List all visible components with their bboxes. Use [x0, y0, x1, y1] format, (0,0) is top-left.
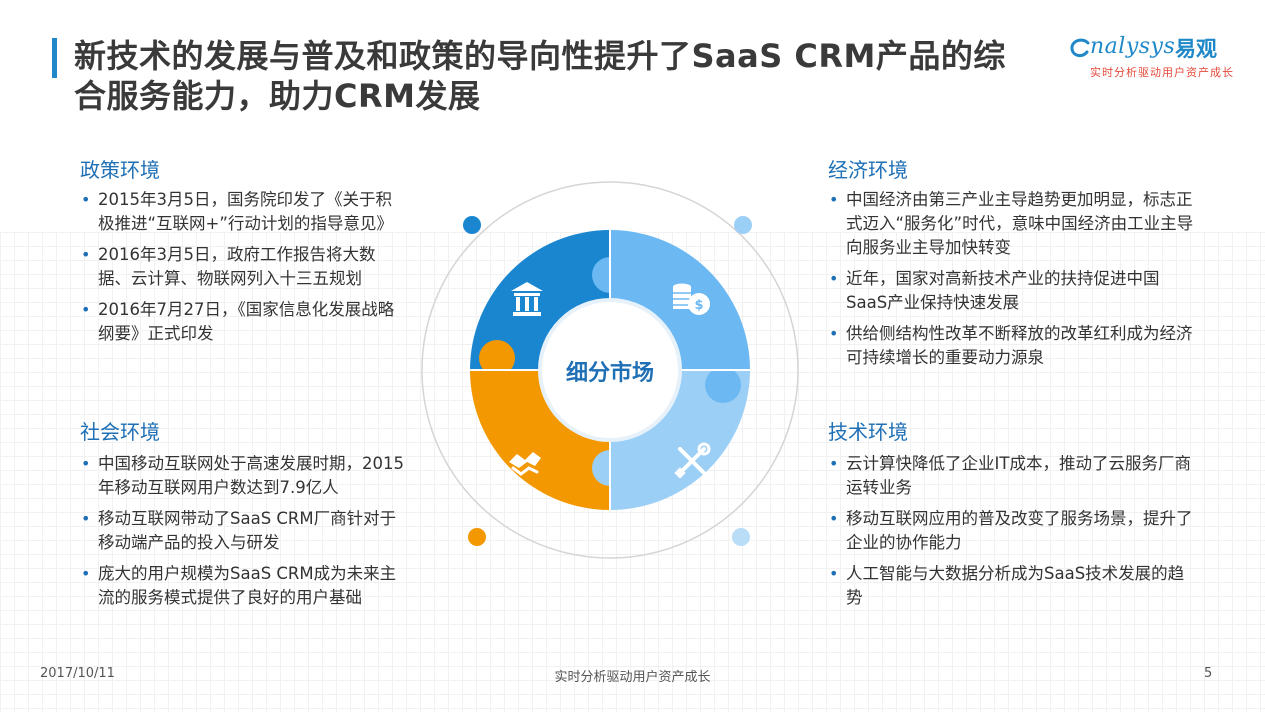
- list-item: 移动互联网应用的普及改变了服务场景，提升了企业的协作能力: [828, 507, 1194, 555]
- analysys-logo: nalysys 易观 实时分析驱动用户资产成长: [1070, 34, 1242, 84]
- list-item: 云计算快降低了企业IT成本，推动了云服务厂商运转业务: [828, 452, 1194, 500]
- list-item: 移动互联网带动了SaaS CRM厂商针对于移动端产品的投入与研发: [80, 507, 410, 555]
- page-title: 新技术的发展与普及和政策的导向性提升了SaaS CRM产品的综合服务能力，助力C…: [74, 37, 1006, 115]
- government-building-icon: [511, 282, 543, 316]
- logo-cn: 易观: [1175, 37, 1217, 61]
- tech-title: 技术环境: [828, 420, 908, 444]
- page-number: 5: [1204, 666, 1213, 681]
- tech-list: 云计算快降低了企业IT成本，推动了云服务厂商运转业务 移动互联网应用的普及改变了…: [828, 452, 1194, 617]
- outer-ring: [421, 181, 799, 559]
- list-item: 庞大的用户规模为SaaS CRM成为未来主流的服务模式提供了良好的用户基础: [80, 562, 410, 610]
- center-label: 细分市场: [566, 360, 654, 386]
- list-item: 2015年3月5日，国务院印发了《关于积极推进“互联网+”行动计划的指导意见》: [80, 188, 400, 236]
- policy-title: 政策环境: [80, 158, 160, 182]
- policy-list: 2015年3月5日，国务院印发了《关于积极推进“互联网+”行动计划的指导意见》 …: [80, 188, 400, 353]
- footer-tagline: 实时分析驱动用户资产成长: [554, 670, 711, 685]
- corner-dot: [463, 216, 481, 234]
- social-list: 中国移动互联网处于高速发展时期，2015年移动互联网用户数达到7.9亿人 移动互…: [80, 452, 410, 617]
- social-title: 社会环境: [80, 420, 160, 444]
- list-item: 人工智能与大数据分析成为SaaS技术发展的趋势: [828, 562, 1194, 610]
- logo-swirl-icon: [1070, 38, 1090, 58]
- list-item: 2016年7月27日，《国家信息化发展战略纲要》正式印发: [80, 298, 400, 346]
- corner-dot: [468, 528, 486, 546]
- list-item: 供给侧结构性改革不断释放的改革红利成为经济可持续增长的重要动力源泉: [828, 322, 1194, 370]
- handshake-icon: [509, 452, 541, 476]
- list-item: 中国经济由第三产业主导趋势更加明显，标志正式迈入“服务化”时代，意味中国经济由工…: [828, 188, 1194, 260]
- logo-word: nalysys: [1090, 34, 1176, 59]
- corner-dot: [732, 528, 750, 546]
- puzzle-diagram: $ 细分市场: [421, 181, 799, 559]
- center-circle: [538, 298, 682, 442]
- puzzle-knob: [479, 340, 515, 376]
- svg-text:$: $: [694, 298, 703, 313]
- title-accent-bar: [52, 38, 57, 78]
- puzzle-knob: [705, 367, 741, 403]
- list-item: 近年，国家对高新技术产业的扶持促进中国SaaS产业保持快速发展: [828, 267, 1194, 315]
- economic-list: 中国经济由第三产业主导趋势更加明显，标志正式迈入“服务化”时代，意味中国经济由工…: [828, 188, 1194, 377]
- footer-date: 2017/10/11: [40, 666, 115, 681]
- coins-icon: $: [673, 283, 710, 315]
- list-item: 中国移动互联网处于高速发展时期，2015年移动互联网用户数达到7.9亿人: [80, 452, 410, 500]
- logo-tagline: 实时分析驱动用户资产成长: [1090, 66, 1234, 79]
- economic-title: 经济环境: [828, 158, 908, 182]
- list-item: 2016年3月5日，政府工作报告将大数据、云计算、物联网列入十三五规划: [80, 243, 400, 291]
- corner-dot: [734, 216, 752, 234]
